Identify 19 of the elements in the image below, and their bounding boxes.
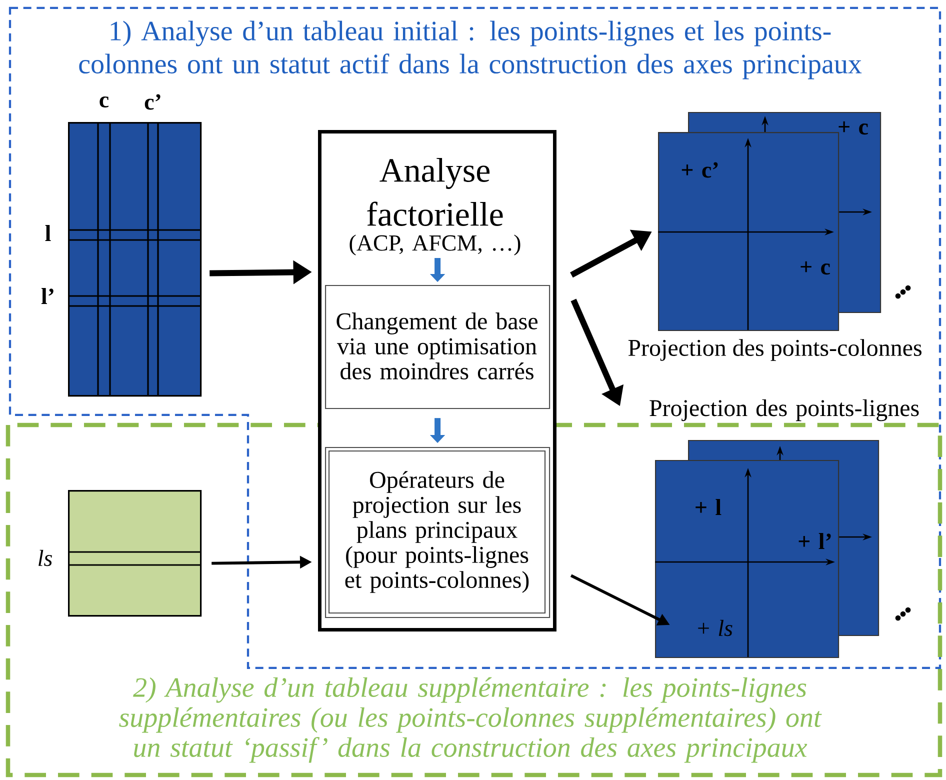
data-table [68,122,202,397]
table-label: l [45,225,51,241]
table-label: ls [38,550,52,566]
process-box: Opérateurs de projection sur les plans principaux (pour points-lignes et points-colonnes) [325,447,550,618]
point-label: + l’ [798,533,831,549]
process-box: Changement de base via une optimisation des moindres carrés [325,285,550,410]
panel-caption: Projection des points-lignes [650,399,919,422]
point-label: + c [800,261,830,275]
point-label: + ls [698,620,732,636]
point-label: + c’ [682,162,718,178]
table-label: l’ [41,288,54,304]
section-heading: 2) Analyse d’un tableau supplémentaire : les points-lignes supplémentaires (ou les points-colonnes supplémentaires) ont un statut ‘passif’ dans la construction des axes principaux [119,677,822,763]
panel-caption: Projection des points-colonnes [628,339,922,361]
data-table [68,490,202,617]
table-label: c [100,96,109,108]
point-label: + c [838,121,868,135]
table-label: c’ [144,94,160,110]
point-label: + l [696,499,722,515]
section-heading: 1) Analyse d’un tableau initial : les points-lignes et les points-colonnes ont un statut actif dans la construction des axes principaux [79,20,862,80]
